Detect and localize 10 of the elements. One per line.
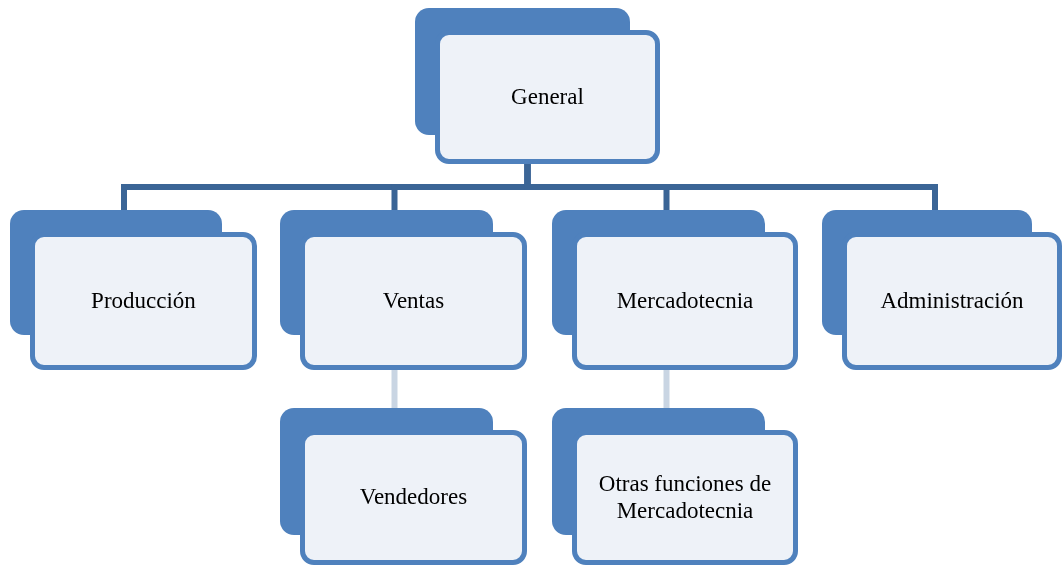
box-label: Producción (91, 287, 196, 315)
box-label: Mercadotecnia (616, 287, 754, 315)
box-label: Otras funciones de Mercadotecnia (597, 471, 773, 524)
box-label: General (511, 83, 584, 111)
box-label: Administración (880, 287, 1024, 315)
connector-line (663, 370, 670, 408)
box-label: Vendedores (359, 484, 468, 511)
connector-line (524, 164, 938, 210)
connector-line (391, 370, 398, 408)
box-label: Ventas (382, 287, 445, 315)
